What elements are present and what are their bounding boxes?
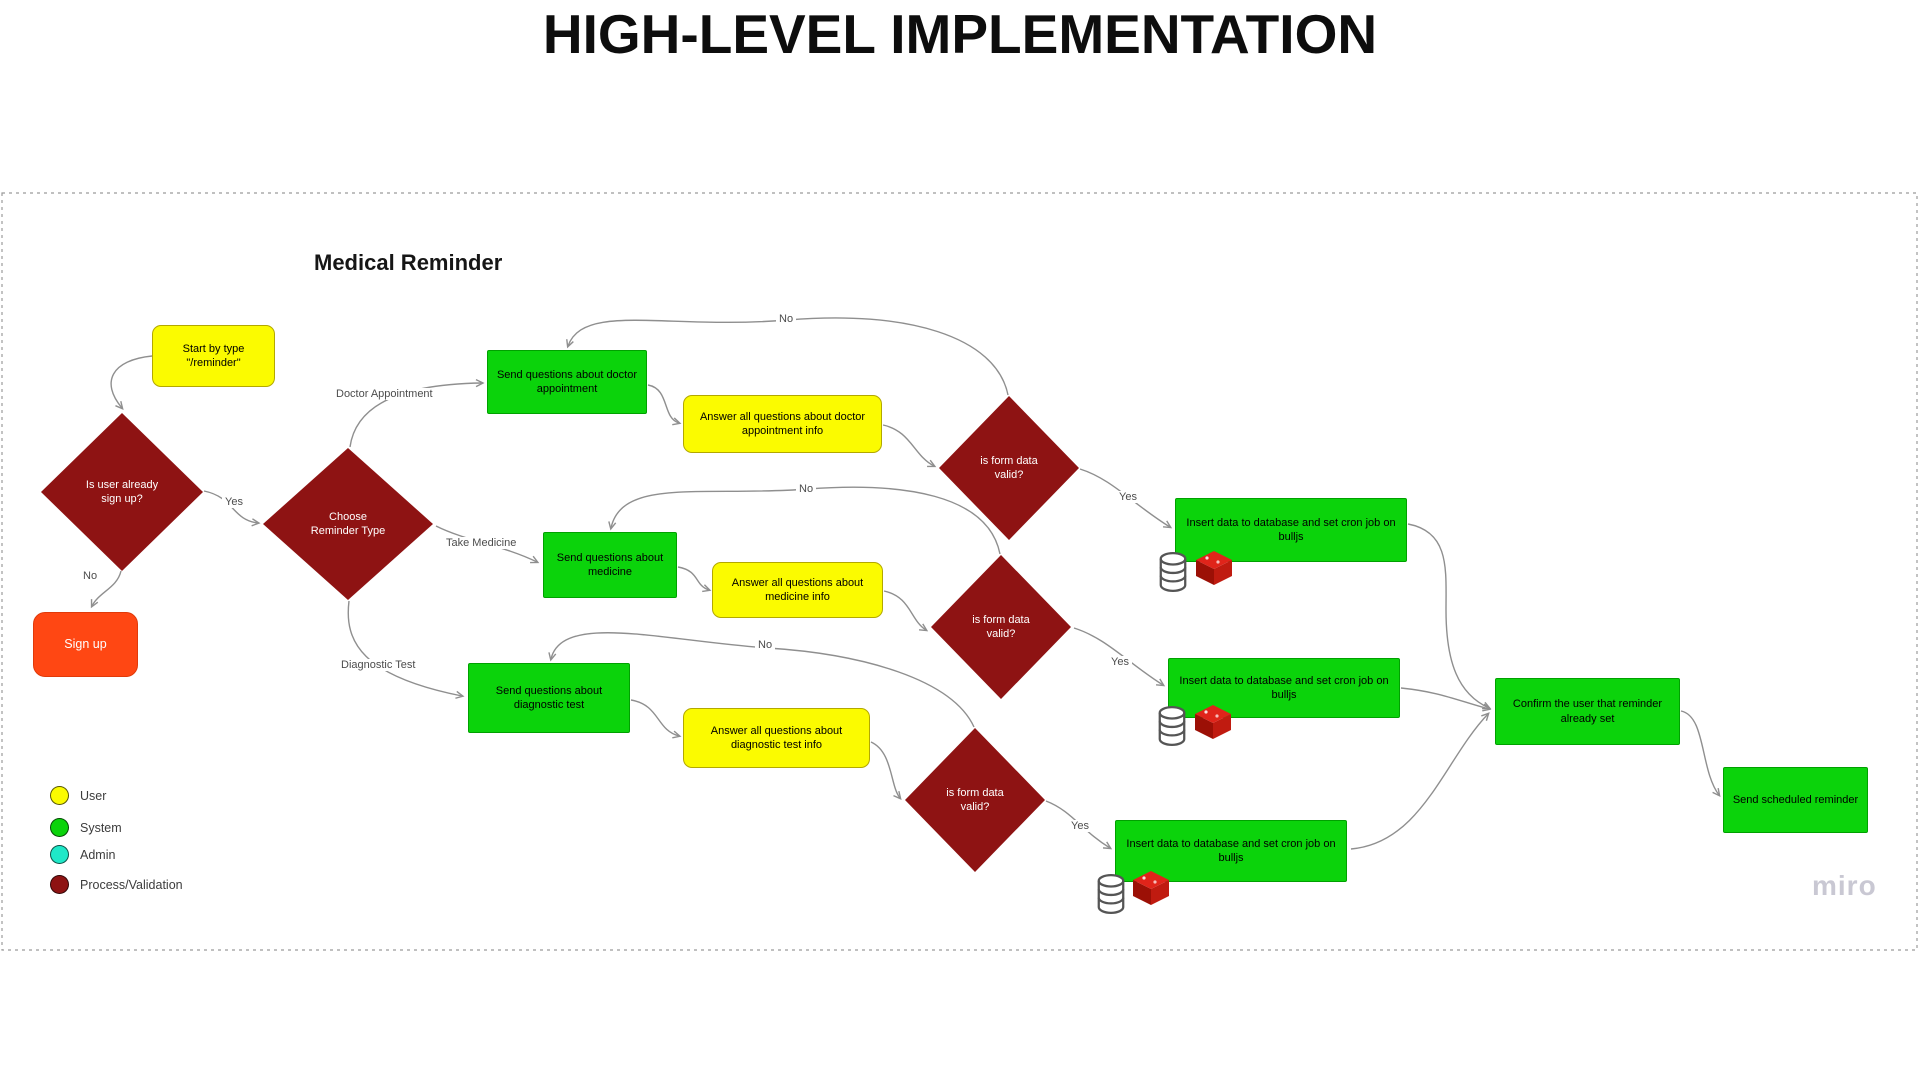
redis-icon — [1195, 705, 1231, 739]
legend-item-user[interactable]: User — [50, 786, 106, 805]
database-icon — [1158, 706, 1186, 746]
legend-label-admin: Admin — [80, 847, 116, 862]
edge-insert2-to-confirm[interactable] — [1400, 687, 1492, 712]
database-icon — [1097, 874, 1125, 914]
edge-label-no-2[interactable]: No — [796, 483, 817, 495]
edge-valid2-yes[interactable] — [1073, 627, 1166, 687]
edge-check-yes[interactable] — [203, 490, 261, 527]
legend-dot-admin — [50, 845, 69, 864]
edge-label-yes-1[interactable]: Yes — [1116, 491, 1140, 503]
legend-label-user: User — [80, 788, 107, 803]
edge-label-yes-2[interactable]: Yes — [1108, 656, 1132, 668]
legend-dot-process-validation — [50, 875, 69, 894]
legend-item-system[interactable]: System — [50, 818, 122, 837]
edge-check-no[interactable] — [90, 570, 122, 609]
legend-item-admin[interactable]: Admin — [50, 845, 115, 864]
frame-border — [1, 192, 1918, 951]
edge-sendmed-to-answer[interactable] — [677, 566, 712, 593]
miro-watermark: miro — [1812, 870, 1877, 901]
edge-label-yes-check[interactable]: Yes — [222, 496, 246, 508]
edge-senddiag-to-answer[interactable] — [630, 699, 682, 739]
page-title[interactable]: HIGH-LEVEL IMPLEMENTATION — [542, 3, 1378, 65]
edge-label-no-1[interactable]: No — [776, 313, 797, 325]
node-confirm-reminder[interactable]: Confirm the user that reminder already s… — [1495, 678, 1680, 745]
legend-dot-user — [50, 786, 69, 805]
node-insert-diagnostic[interactable]: Insert data to database and set cron job… — [1115, 820, 1347, 882]
edge-start-to-check[interactable] — [110, 355, 153, 410]
edge-label-take-medicine[interactable]: Take Medicine — [443, 537, 520, 549]
database-icon — [1159, 552, 1187, 592]
node-send-scheduled[interactable]: Send scheduled reminder — [1723, 767, 1868, 833]
node-answer-doctor[interactable]: Answer all questions about doctor appoin… — [683, 395, 882, 453]
node-send-questions-medicine[interactable]: Send questions about medicine — [543, 532, 677, 598]
legend-dot-system — [50, 818, 69, 837]
legend-label-process-validation: Process/Validation — [80, 877, 183, 892]
node-send-questions-doctor[interactable]: Send questions about doctor appointment — [487, 350, 647, 414]
edge-senddoctor-to-answer[interactable] — [647, 384, 682, 426]
edge-confirm-to-scheduled[interactable] — [1680, 710, 1721, 798]
node-answer-diagnostic[interactable]: Answer all questions about diagnostic te… — [683, 708, 870, 768]
edge-label-yes-3[interactable]: Yes — [1068, 820, 1092, 832]
diagram-heading[interactable]: Medical Reminder — [314, 250, 503, 275]
edge-insert3-to-confirm[interactable] — [1350, 712, 1490, 850]
edge-label-no-check[interactable]: No — [80, 570, 101, 582]
node-send-questions-diagnostic[interactable]: Send questions about diagnostic test — [468, 663, 630, 733]
edge-answermed-to-valid[interactable] — [883, 590, 929, 632]
edge-label-no-3[interactable]: No — [755, 639, 776, 651]
edge-label-doctor-appointment[interactable]: Doctor Appointment — [333, 388, 436, 400]
edge-answerdoctor-to-valid[interactable] — [882, 424, 937, 468]
node-start[interactable]: Start by type "/reminder" — [152, 325, 275, 387]
legend-label-system: System — [80, 820, 122, 835]
redis-icon — [1196, 551, 1232, 585]
node-sign-up[interactable]: Sign up — [33, 612, 138, 677]
redis-icon — [1133, 871, 1169, 905]
edge-label-diagnostic-test[interactable]: Diagnostic Test — [338, 659, 419, 671]
node-answer-medicine[interactable]: Answer all questions about medicine info — [712, 562, 883, 618]
node-insert-medicine[interactable]: Insert data to database and set cron job… — [1168, 658, 1400, 718]
edge-answerdiag-to-valid[interactable] — [870, 741, 902, 800]
edge-insert1-to-confirm[interactable] — [1407, 523, 1492, 710]
edge-choose-diagnostic[interactable] — [347, 600, 465, 699]
legend-item-process-validation[interactable]: Process/Validation — [50, 875, 183, 894]
